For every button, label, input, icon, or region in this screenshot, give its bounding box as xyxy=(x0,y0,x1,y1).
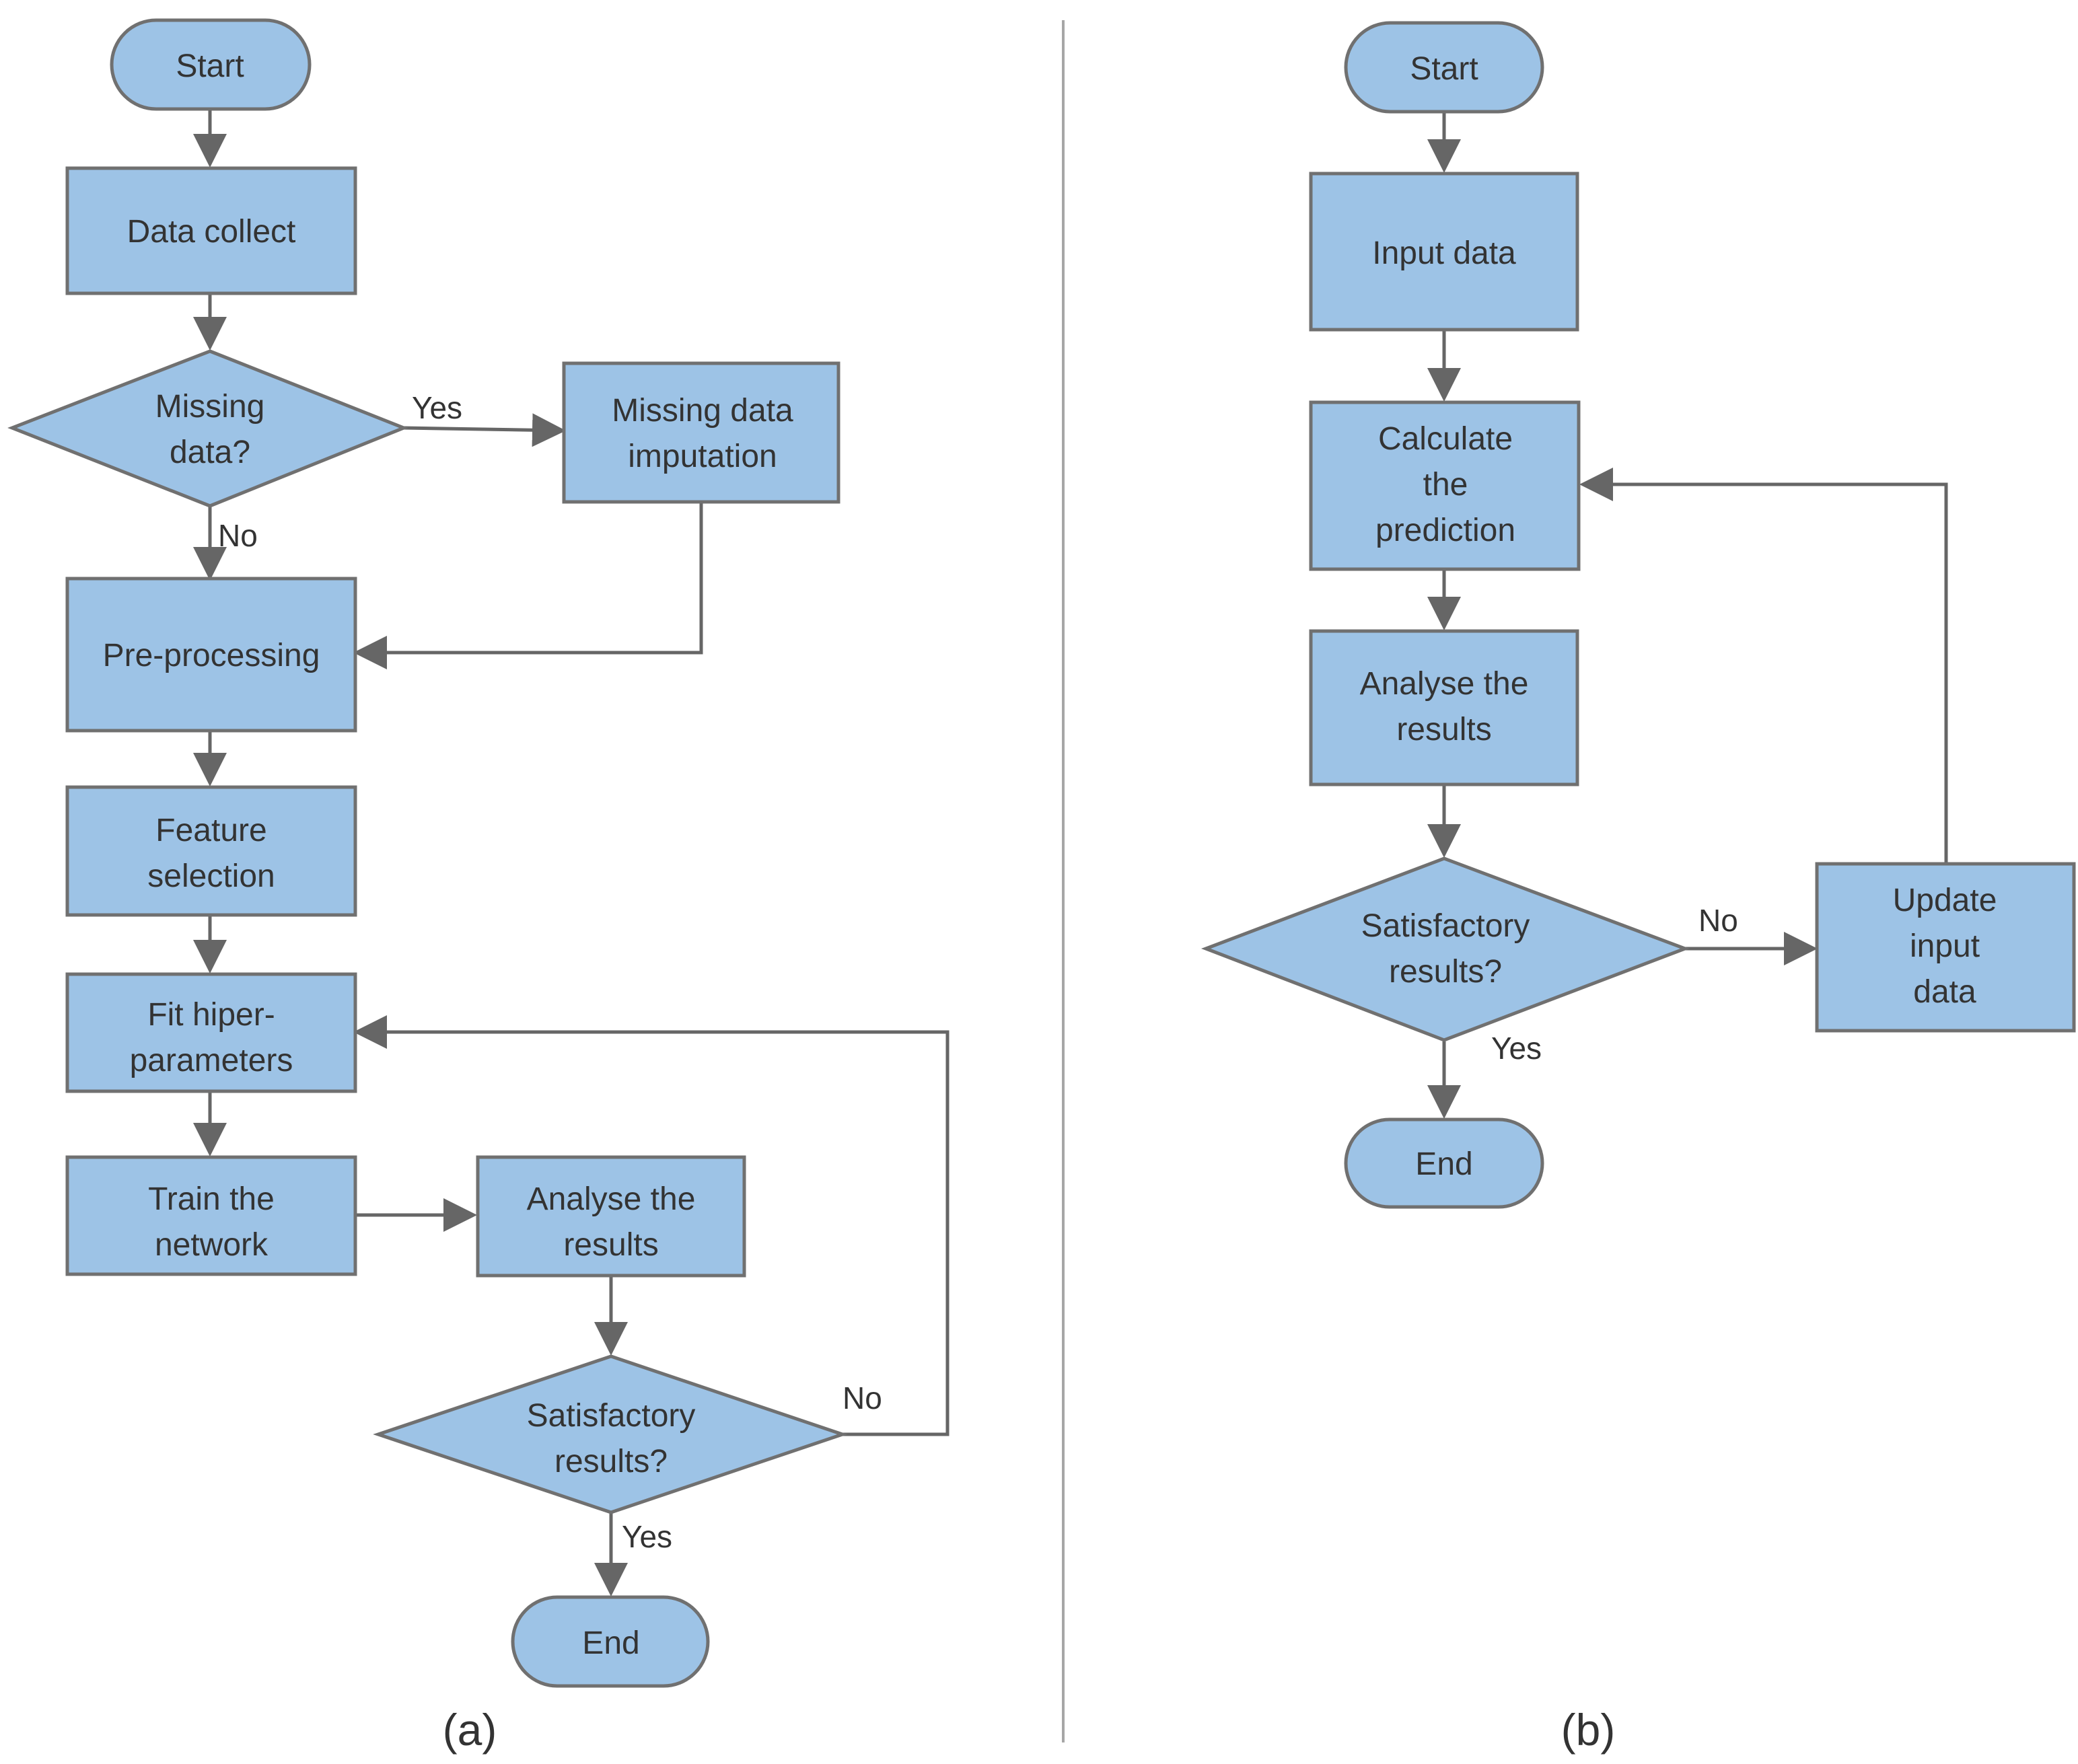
calculate-label-2: the xyxy=(1423,467,1468,503)
fit-label-1: Fit hiper- xyxy=(147,997,275,1033)
feature-selection-label-1: Feature xyxy=(155,813,266,848)
calculate-label-1: Calculate xyxy=(1378,421,1513,457)
calculate-prediction-node xyxy=(1309,400,1581,571)
input-data-label: Input data xyxy=(1372,235,1516,271)
start-node-a xyxy=(110,18,312,111)
analyse-label-a-1: Analyse the xyxy=(527,1181,696,1217)
edge-label-no-missing: No xyxy=(218,518,258,553)
satisfactory-label-a-2: results? xyxy=(554,1444,668,1479)
edge-label-yes-satisfactory-b: Yes xyxy=(1491,1031,1542,1066)
input-data-node xyxy=(1309,172,1579,332)
missing-data-label-2: data? xyxy=(170,435,250,470)
analyse-results-node-b xyxy=(1309,629,1579,786)
end-node-a xyxy=(511,1595,710,1688)
caption-b: (b) xyxy=(1561,1705,1616,1755)
fit-hiper-parameters-node xyxy=(65,972,357,1093)
end-node-b xyxy=(1344,1117,1544,1209)
update-input-data-node xyxy=(1815,862,2076,1033)
analyse-label-b-1: Analyse the xyxy=(1360,666,1529,702)
edge-satisfactory-no-to-fit xyxy=(353,1015,950,1436)
data-collect-label: Data collect xyxy=(127,214,296,250)
analyse-label-a-2: results xyxy=(563,1227,658,1263)
train-label-1: Train the xyxy=(148,1181,275,1217)
feature-selection-node xyxy=(65,785,357,917)
start-label-a: Start xyxy=(176,48,244,84)
panel-b-nodes xyxy=(1201,21,2076,1209)
analyse-label-b-2: results xyxy=(1396,712,1491,747)
start-node-b xyxy=(1344,21,1544,114)
panel-b-labels: Start Input data Calculate the predictio… xyxy=(1360,51,1997,1755)
start-label-b: Start xyxy=(1410,51,1478,87)
edge-missing-yes-to-imputation xyxy=(403,413,566,447)
satisfactory-label-a-1: Satisfactory xyxy=(527,1398,696,1434)
missing-data-label-1: Missing xyxy=(155,389,265,425)
panel-a-edge-labels: Yes No No Yes xyxy=(218,390,882,1554)
analyse-results-node-a xyxy=(476,1155,746,1278)
update-label-2: input xyxy=(1910,928,1980,964)
panel-b-edges xyxy=(1427,113,1948,1119)
update-label-3: data xyxy=(1913,974,1976,1010)
calculate-label-3: prediction xyxy=(1375,513,1515,548)
edge-label-no-satisfactory-b: No xyxy=(1698,903,1738,938)
satisfactory-label-b-1: Satisfactory xyxy=(1361,908,1530,944)
panel-a-nodes xyxy=(7,18,848,1688)
satisfactory-results-decision-b xyxy=(1201,856,1690,1042)
pre-processing-label: Pre-processing xyxy=(103,638,320,673)
end-label-b: End xyxy=(1415,1146,1472,1182)
missing-data-decision xyxy=(7,349,408,508)
end-label-a: End xyxy=(582,1625,639,1661)
panel-b-edge-labels: No Yes xyxy=(1491,903,1738,1066)
panel-a-labels: Start Data collect Missing data? Missing… xyxy=(103,48,793,1755)
caption-a: (a) xyxy=(443,1705,497,1755)
edge-update-to-calculate xyxy=(1579,468,1948,862)
update-label-1: Update xyxy=(1893,883,1997,918)
data-collect-node xyxy=(65,166,357,295)
imputation-label-1: Missing data xyxy=(612,393,793,429)
train-the-network-node xyxy=(65,1155,357,1276)
panel-a-edges xyxy=(193,110,950,1596)
satisfactory-results-decision-a xyxy=(373,1354,848,1514)
edge-label-yes-satisfactory-a: Yes xyxy=(622,1519,672,1554)
pre-processing-node xyxy=(65,577,357,733)
edge-label-no-satisfactory-a: No xyxy=(843,1381,882,1416)
satisfactory-label-b-2: results? xyxy=(1389,954,1502,990)
edge-imputation-to-preprocessing xyxy=(353,503,703,669)
fit-label-2: parameters xyxy=(130,1043,293,1078)
imputation-label-2: imputation xyxy=(628,439,777,474)
train-label-2: network xyxy=(155,1227,268,1263)
missing-data-imputation-node xyxy=(562,361,840,504)
edge-label-yes-missing: Yes xyxy=(412,390,462,425)
feature-selection-label-2: selection xyxy=(147,858,275,894)
